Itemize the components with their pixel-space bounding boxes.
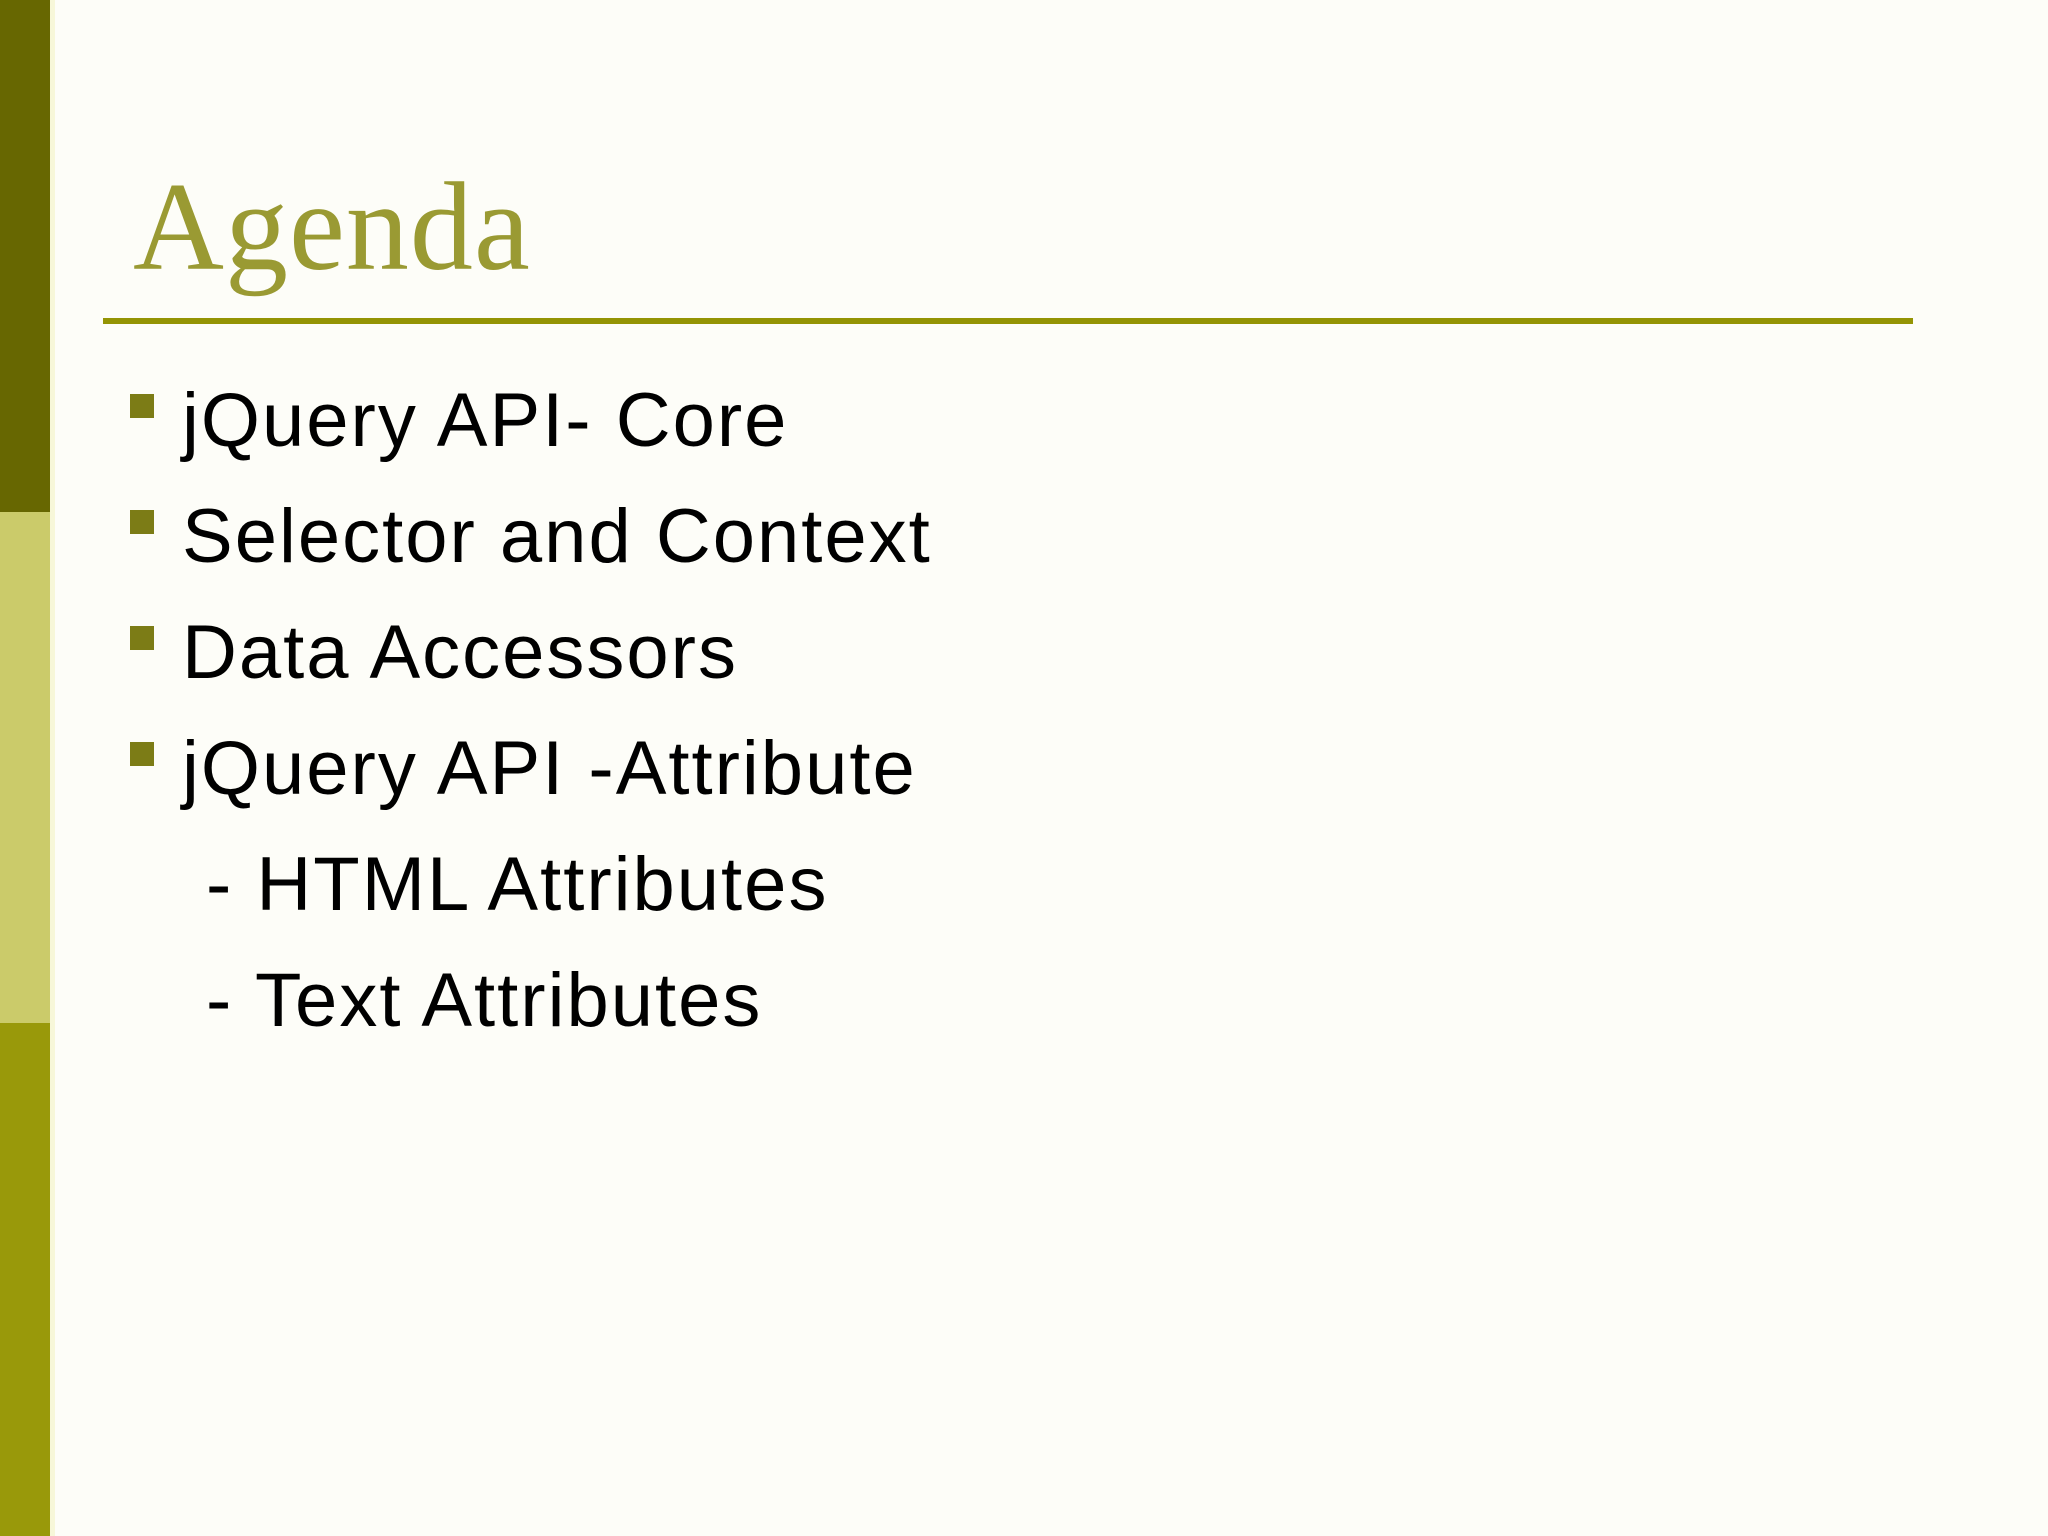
list-item: jQuery API- Core (130, 363, 932, 479)
square-bullet-icon (130, 394, 154, 418)
accent-band-medium (0, 1023, 50, 1536)
list-subitem: - HTML Attributes (130, 827, 932, 943)
list-item: jQuery API -Attribute (130, 711, 932, 827)
list-item-label: jQuery API -Attribute (182, 726, 917, 811)
square-bullet-icon (130, 742, 154, 766)
list-item-label: jQuery API- Core (182, 378, 789, 463)
title-underline (103, 318, 1913, 324)
accent-band-light (0, 512, 50, 1023)
square-bullet-icon (130, 510, 154, 534)
slide-title: Agenda (133, 158, 531, 297)
list-subitem-label: - Text Attributes (206, 958, 763, 1043)
list-item: Data Accessors (130, 595, 932, 711)
square-bullet-icon (130, 626, 154, 650)
left-accent-bar (0, 0, 50, 1536)
accent-bar-edge (50, 0, 55, 1536)
list-item-label: Data Accessors (182, 610, 738, 695)
accent-band-dark (0, 0, 50, 512)
list-subitem-label: - HTML Attributes (206, 842, 829, 927)
list-item: Selector and Context (130, 479, 932, 595)
agenda-list: jQuery API- Core Selector and Context Da… (130, 363, 932, 1059)
list-subitem: - Text Attributes (130, 943, 932, 1059)
list-item-label: Selector and Context (182, 494, 932, 579)
